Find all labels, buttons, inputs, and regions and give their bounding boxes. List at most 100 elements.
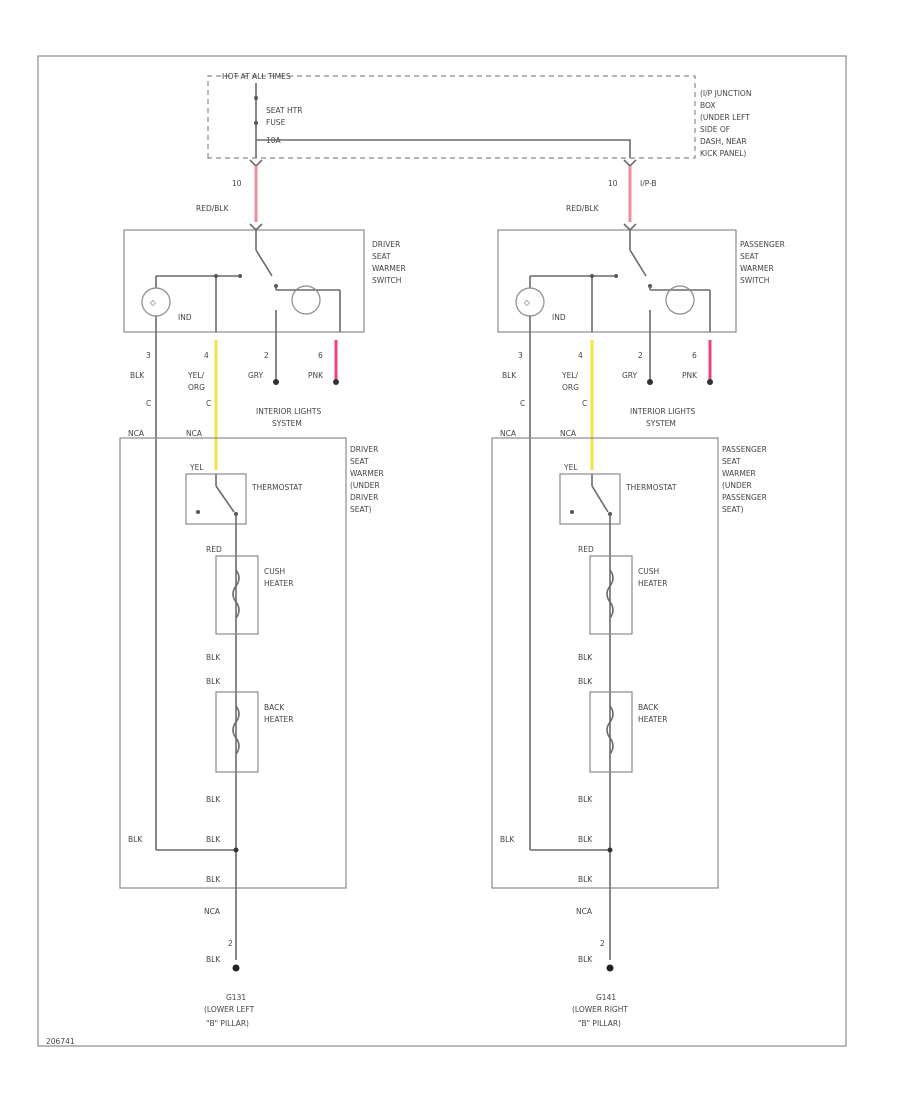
svg-text:G131: G131: [226, 993, 246, 1002]
right-indicator-lamp: [515, 287, 545, 317]
svg-text:6: 6: [318, 351, 323, 360]
svg-text:2: 2: [600, 939, 605, 948]
svg-text:BLK: BLK: [206, 875, 221, 884]
left-cush-heater: [215, 555, 259, 635]
svg-text:HEATER: HEATER: [264, 579, 293, 588]
left-ind-label: IND: [178, 313, 192, 322]
fuse-label-1: SEAT HTR: [266, 106, 302, 115]
svg-text:DRIVER: DRIVER: [372, 240, 400, 249]
svg-text:BLK: BLK: [128, 835, 143, 844]
hot-label: HOT AT ALL TIMES: [222, 72, 291, 81]
connector-symbol: [249, 159, 263, 168]
right-ground-point: [606, 964, 614, 972]
svg-text:3: 3: [146, 351, 151, 360]
svg-text:NCA: NCA: [576, 907, 593, 916]
svg-text:CUSH: CUSH: [264, 567, 285, 576]
svg-text:YEL/: YEL/: [561, 371, 578, 380]
svg-text:PASSENGER: PASSENGER: [722, 493, 767, 502]
svg-text:NCA: NCA: [128, 429, 145, 438]
svg-text:NCA: NCA: [186, 429, 203, 438]
svg-text:BLK: BLK: [206, 955, 221, 964]
svg-text:BLK: BLK: [500, 835, 515, 844]
svg-text:(UNDER: (UNDER: [722, 481, 752, 490]
left-switch-box: [123, 229, 365, 333]
svg-text:6: 6: [692, 351, 697, 360]
svg-text:SIDE OF: SIDE OF: [700, 125, 730, 134]
svg-text:BACK: BACK: [264, 703, 285, 712]
right-lamp-2: [665, 285, 695, 315]
right-back-heater: [589, 691, 633, 773]
svg-text:SWITCH: SWITCH: [372, 276, 401, 285]
svg-text:BLK: BLK: [578, 875, 593, 884]
svg-text:SEAT: SEAT: [722, 457, 741, 466]
svg-text:(LOWER RIGHT: (LOWER RIGHT: [572, 1005, 628, 1014]
svg-text:PASSENGER: PASSENGER: [722, 445, 767, 454]
svg-text:BLK: BLK: [578, 955, 593, 964]
fuse-node: [254, 96, 258, 100]
svg-text:BLK: BLK: [206, 795, 221, 804]
pin-right: 10: [608, 179, 618, 188]
svg-text:DRIVER: DRIVER: [350, 445, 378, 454]
left-ground-point: [232, 964, 240, 972]
svg-text:DASH, NEAR: DASH, NEAR: [700, 137, 747, 146]
pin-left: 10: [232, 179, 242, 188]
svg-text:2: 2: [228, 939, 233, 948]
right-heater-box: [491, 437, 719, 889]
left-feed-label: RED/BLK: [196, 204, 230, 213]
bus-bar: [256, 139, 631, 158]
svg-text:BLK: BLK: [206, 835, 221, 844]
svg-text:PNK: PNK: [308, 371, 324, 380]
right-cush-heater: [589, 555, 633, 635]
svg-text:C: C: [206, 399, 211, 408]
svg-text:2: 2: [638, 351, 643, 360]
svg-text:HEATER: HEATER: [638, 579, 667, 588]
svg-text:C: C: [582, 399, 587, 408]
right-thermostat: [559, 473, 621, 525]
svg-text:"B" PILLAR): "B" PILLAR): [206, 1019, 249, 1028]
svg-text:C: C: [520, 399, 525, 408]
svg-text:WARMER: WARMER: [372, 264, 406, 273]
left-back-heater: [215, 691, 259, 773]
svg-text:INTERIOR LIGHTS: INTERIOR LIGHTS: [630, 407, 695, 416]
left-switch-blade: [255, 249, 273, 277]
svg-text:CUSH: CUSH: [638, 567, 659, 576]
svg-text:INTERIOR LIGHTS: INTERIOR LIGHTS: [256, 407, 321, 416]
svg-text:BOX: BOX: [700, 101, 716, 110]
svg-text:NCA: NCA: [500, 429, 517, 438]
right-switch-box: [497, 229, 737, 333]
svg-text:SEAT: SEAT: [350, 457, 369, 466]
svg-text:IND: IND: [552, 313, 566, 322]
svg-text:PASSENGER: PASSENGER: [740, 240, 785, 249]
svg-text:BLK: BLK: [578, 835, 593, 844]
svg-text:BLK: BLK: [206, 677, 221, 686]
svg-text:WARMER: WARMER: [740, 264, 774, 273]
left-indicator-lamp: [141, 287, 171, 317]
svg-text:BLK: BLK: [578, 795, 593, 804]
svg-text:ORG: ORG: [562, 383, 579, 392]
svg-text:WARMER: WARMER: [350, 469, 384, 478]
svg-text:(UNDER LEFT: (UNDER LEFT: [700, 113, 750, 122]
svg-text:"B" PILLAR): "B" PILLAR): [578, 1019, 621, 1028]
svg-text:C: C: [146, 399, 151, 408]
svg-text:(LOWER LEFT: (LOWER LEFT: [204, 1005, 255, 1014]
svg-text:SEAT: SEAT: [740, 252, 759, 261]
svg-text:KICK PANEL): KICK PANEL): [700, 149, 746, 158]
left-circuit: ◇ IND DRIVER SEAT WARMER SWITCH 3 4 2 6 …: [119, 223, 406, 1028]
svg-text:2: 2: [264, 351, 269, 360]
svg-text:THERMOSTAT: THERMOSTAT: [625, 483, 677, 492]
svg-text:SWITCH: SWITCH: [740, 276, 769, 285]
right-switch-blade: [629, 249, 647, 277]
svg-text:SEAT): SEAT): [350, 505, 372, 514]
svg-text:(UNDER: (UNDER: [350, 481, 380, 490]
svg-text:SYSTEM: SYSTEM: [272, 419, 302, 428]
svg-text:SEAT): SEAT): [722, 505, 744, 514]
svg-text:WARMER: WARMER: [722, 469, 756, 478]
svg-text:3: 3: [518, 351, 523, 360]
svg-text:BLK: BLK: [578, 653, 593, 662]
svg-text:GRY: GRY: [248, 371, 264, 380]
svg-text:BACK: BACK: [638, 703, 659, 712]
left-lamp-2: [291, 285, 321, 315]
connector-right: I/P-B: [640, 179, 657, 188]
svg-text:4: 4: [578, 351, 583, 360]
